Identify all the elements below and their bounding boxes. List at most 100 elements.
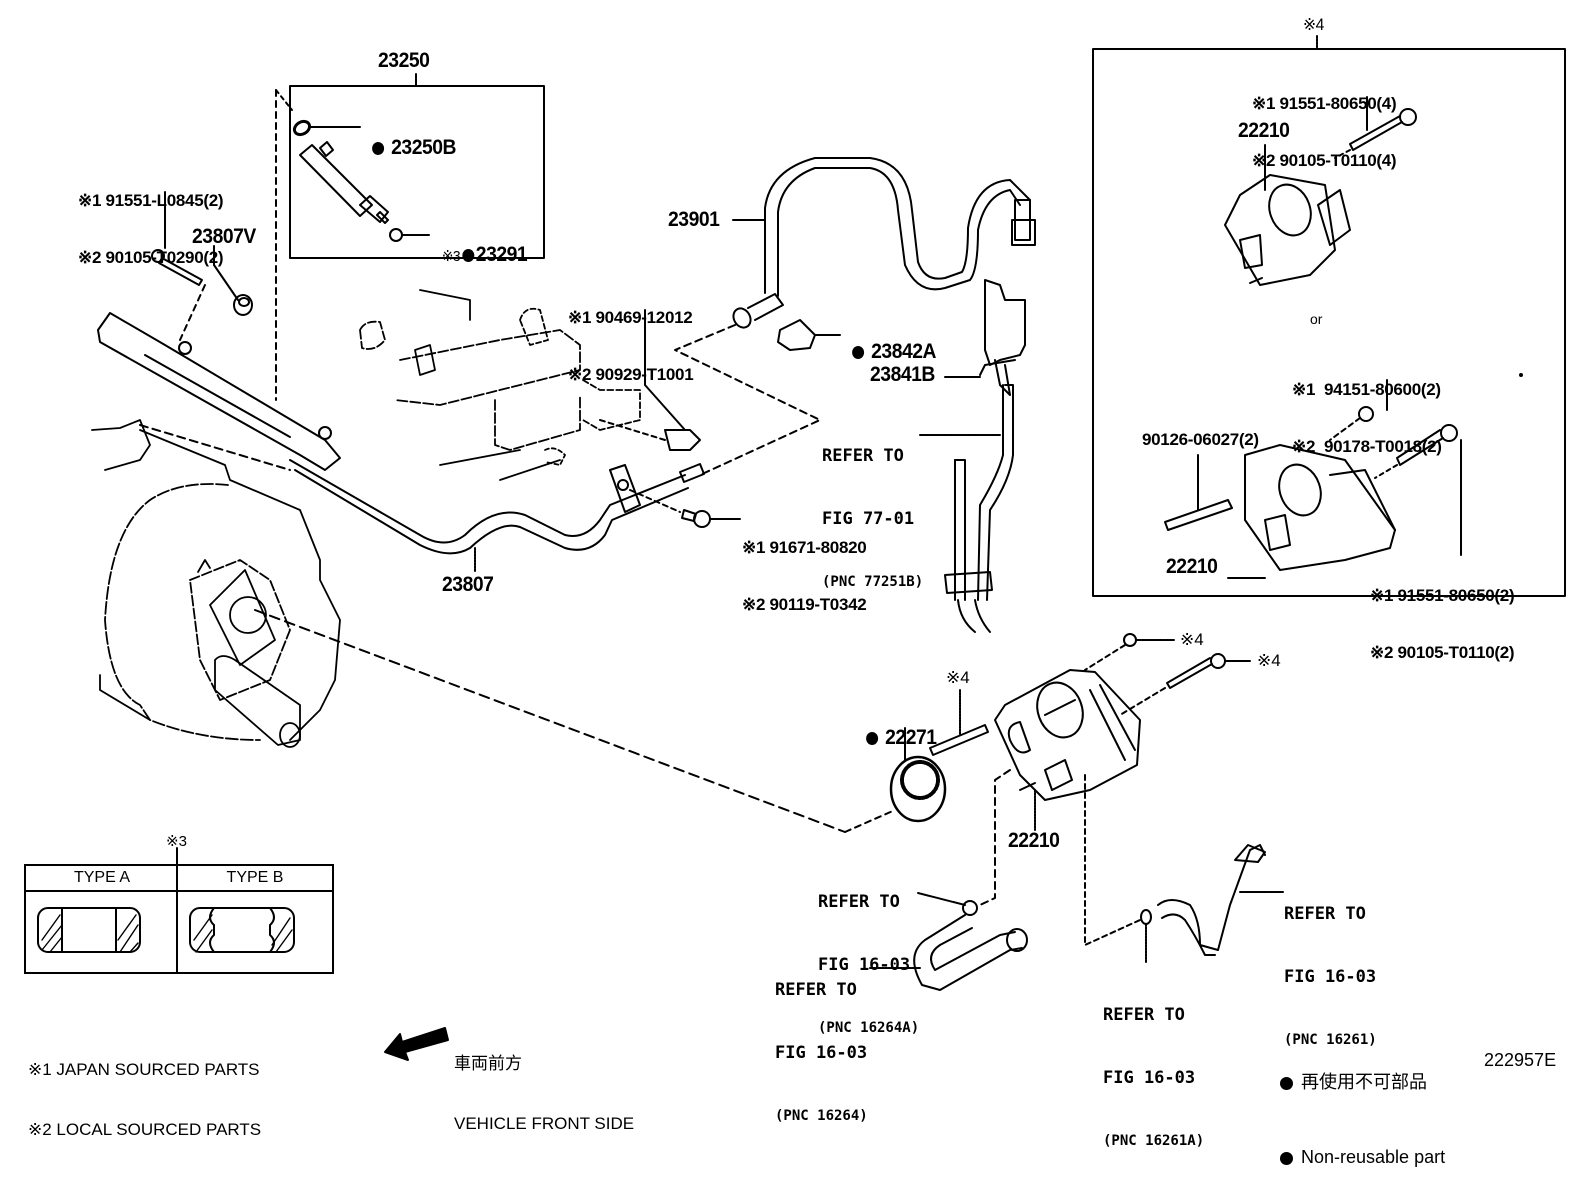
callout-22210-main[interactable]: 22210: [1008, 829, 1060, 852]
ref-line1: REFER TO: [1103, 1005, 1185, 1025]
clamp-90469: [664, 429, 701, 451]
mark-4-box: ※4: [1303, 15, 1324, 34]
callout-23250B[interactable]: 23250B: [362, 116, 457, 158]
pn-tb-stud[interactable]: 90126-06027(2): [1142, 430, 1259, 449]
non-reusable-dot-icon: [1280, 1076, 1293, 1090]
bracket-bolt-dashed: [629, 489, 681, 513]
callout-23807[interactable]: 23807: [442, 573, 494, 596]
vehicle-front-en: VEHICLE FRONT SIDE: [454, 1114, 635, 1133]
throttle-body-alt-2: [1244, 444, 1396, 571]
pn-clamp[interactable]: ※1 90469-12012 ※2 90929-T1001: [568, 270, 694, 403]
reference-pnc-16264[interactable]: REFER TO FIG 16-03 (PNC 16264): [775, 938, 868, 1148]
gasket-22271: [889, 755, 947, 823]
vehicle-front-arrow-icon: [384, 1027, 449, 1061]
callout-23807V[interactable]: 23807V: [192, 225, 256, 248]
bracket-bolt: [681, 509, 711, 528]
mark-4-nut: ※4: [1180, 630, 1204, 649]
callout-22271[interactable]: 22271: [856, 706, 937, 748]
non-reusable-en: Non-reusable part: [1280, 1145, 1445, 1170]
callout-22210-mid[interactable]: 22210: [1166, 555, 1218, 578]
pn-tb-bolt-2-jp: ※1 91551-80650(2): [1370, 586, 1515, 605]
pn-tb-nut[interactable]: ※1 94151-80600(2) ※2 90178-T0018(2): [1292, 342, 1442, 475]
pn-clamp-local: ※2 90929-T1001: [568, 365, 694, 384]
ref-line3: (PNC 77251B): [822, 574, 924, 590]
purge-line-tubes: [944, 384, 1014, 633]
pn-bracket-bolt[interactable]: ※1 91671-80820 ※2 90119-T0342: [742, 500, 867, 633]
reference-fig-77-01[interactable]: REFER TO FIG 77-01 (PNC 77251B): [822, 404, 923, 614]
ref-line2: FIG 77-01: [822, 509, 915, 529]
hose-end-23901: [732, 293, 784, 329]
type-b-label: TYPE B: [226, 869, 284, 886]
pn-tb-nut-jp: ※1 94151-80600(2): [1292, 380, 1441, 399]
pn-tb-bolt-4-jp: ※1 91551-80650(4): [1252, 94, 1397, 113]
callout-23841B[interactable]: 23841B: [870, 363, 935, 386]
engine-block-outline: [359, 289, 641, 481]
non-reusable-dot-icon: [851, 345, 864, 359]
pn-rail-bolt[interactable]: ※1 91551-L0845(2) ※2 90105-T0290(2): [78, 153, 224, 286]
non-reusable-dot-icon: [371, 141, 384, 155]
reference-pnc-16264A[interactable]: REFER TO FIG 16-03 (PNC 16264A): [818, 850, 919, 1060]
type-a-label: TYPE A: [73, 869, 131, 886]
pn-clamp-jp: ※1 90469-12012: [568, 308, 693, 327]
tb-stud-2: [1164, 499, 1233, 531]
callout-23842A[interactable]: 23842A: [842, 320, 937, 363]
throttle-body-main: [994, 669, 1141, 801]
spacer-23807V: [233, 294, 253, 316]
pn-tb-bolt-2[interactable]: ※1 91551-80650(2) ※2 90105-T0110(2): [1370, 548, 1515, 681]
leader-injector-dashed-diag: [275, 89, 293, 111]
type-a-seal: [37, 907, 141, 953]
or-separator: or: [1310, 311, 1323, 327]
vsv-bracket-23841B: [979, 279, 1026, 396]
note-local-sourced: ※2 LOCAL SOURCED PARTS: [28, 1120, 262, 1139]
nut-dashed: [1084, 644, 1126, 671]
figure-id: 222957E: [1484, 1050, 1557, 1070]
throttle-stud: [929, 724, 989, 756]
callout-23842A-text: 23842A: [871, 340, 937, 363]
callout-23291-text: 23291: [475, 243, 528, 266]
callout-23901[interactable]: 23901: [668, 208, 720, 231]
bolt-to-rail-dashed: [179, 284, 206, 341]
pn-tb-bolt-4[interactable]: ※1 91551-80650(4) ※2 90105-T0110(4): [1252, 56, 1397, 189]
leader-clamp-b: [644, 384, 686, 431]
ref-line1: REFER TO: [818, 892, 900, 912]
throttle-nut: [1123, 633, 1137, 647]
pn-bracket-bolt-local: ※2 90119-T0342: [742, 595, 867, 614]
non-reusable-dot-icon: [461, 248, 474, 262]
bolt-dashed: [1119, 687, 1166, 716]
ref-line3: (PNC 16264): [775, 1108, 868, 1124]
reference-pnc-16261A[interactable]: REFER TO FIG 16-03 (PNC 16261A): [1103, 963, 1204, 1173]
legend-notes: ※1 JAPAN SOURCED PARTS ※2 LOCAL SOURCED …: [28, 1020, 261, 1160]
throttle-bolt: [1166, 653, 1226, 689]
tb-bolt-4: [1349, 108, 1417, 151]
gasket-dashed: [844, 809, 896, 833]
clamp-dashed: [599, 419, 666, 441]
leader-16264A: [917, 892, 966, 906]
pn-tb-bolt-4-local: ※2 90105-T0110(4): [1252, 151, 1397, 170]
reference-pnc-16261[interactable]: REFER TO FIG 16-03 (PNC 16261): [1284, 862, 1377, 1072]
type-legend-table: TYPE A TYPE B: [24, 864, 334, 974]
tb-bolt-2: [1396, 424, 1458, 466]
ref-line2: FIG 16-03: [1284, 967, 1377, 987]
manifold-top-dashed: [139, 424, 291, 471]
ref-line1: REFER TO: [822, 446, 904, 466]
throttle-body-alt-1: [1224, 174, 1351, 286]
callout-23250[interactable]: 23250: [378, 49, 430, 72]
ref-line2: FIG 16-03: [775, 1043, 868, 1063]
manifold-to-gasket-dashed: [254, 609, 846, 833]
ref-line1: REFER TO: [775, 980, 857, 1000]
throttle-body-alt-box: [1092, 48, 1566, 597]
mark-4-bolt: ※4: [1257, 651, 1281, 670]
pn-tb-bolt-2-local: ※2 90105-T0110(2): [1370, 643, 1515, 662]
ref-line1: REFER TO: [1284, 904, 1366, 924]
fuel-injector: [299, 141, 389, 224]
tb-nut-2: [1358, 406, 1374, 422]
callout-22210-top[interactable]: 22210: [1238, 119, 1290, 142]
fuel-pipe-23807-inner: [294, 469, 689, 555]
ref-line2: FIG 16-03: [1103, 1068, 1196, 1088]
parts-diagram-drawing: [37, 35, 1566, 1061]
clip-23842A: [777, 319, 816, 351]
pn-rail-bolt-local: ※2 90105-T0290(2): [78, 248, 224, 267]
ref-line2: FIG 16-03: [818, 955, 911, 975]
mark-3-table: ※3: [166, 833, 187, 850]
